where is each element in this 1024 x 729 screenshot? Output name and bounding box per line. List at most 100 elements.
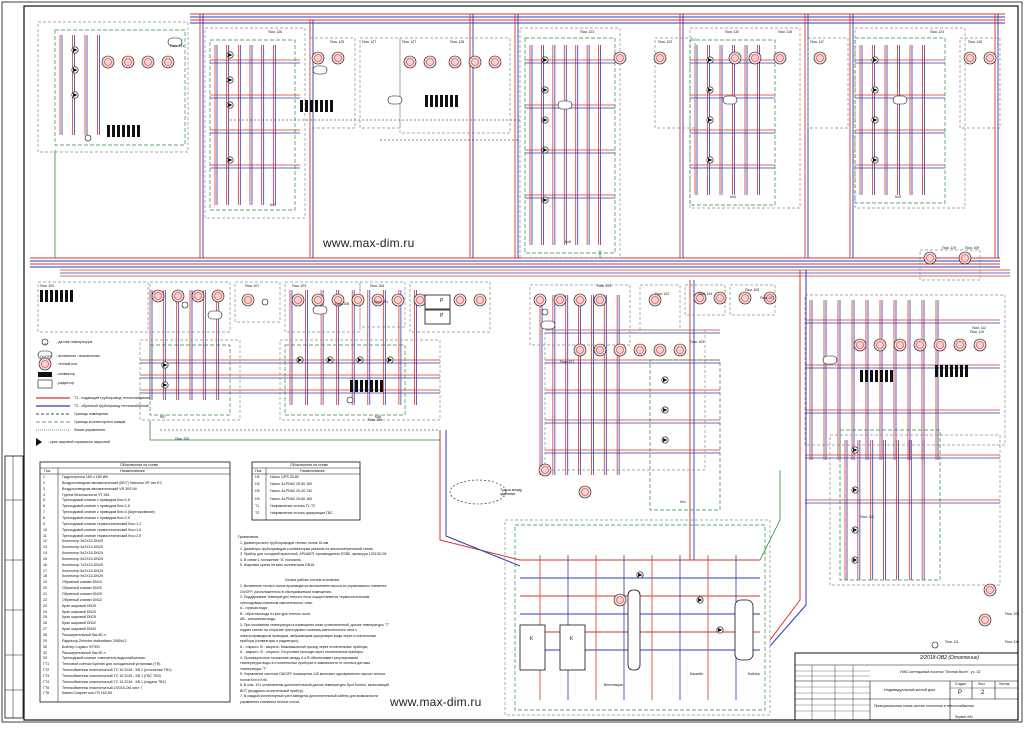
work-note-line: On/OFF, расположенного в обслуживаемом п… (240, 589, 332, 594)
floor-heating-icon (763, 291, 777, 305)
table2-header-name: Наименование (300, 469, 325, 473)
pump-arrow-icon (228, 53, 233, 57)
floor-heating-icon (893, 338, 907, 352)
temperature-sensor-icon (931, 641, 939, 649)
pump-arrow-icon (228, 78, 233, 82)
floor-heating-coil (491, 58, 499, 66)
table1-cell-name: Коллектор 4х2Х15-DN25 (62, 545, 103, 550)
collector-label: Кл8 (375, 415, 381, 419)
table1-cell-pos: ГТ2 (43, 668, 50, 673)
floor-heating-coil (986, 54, 994, 62)
heat-exchanger-icon (519, 624, 546, 671)
radiator-icon (65, 290, 68, 302)
room-label: Пом. 119 (942, 246, 956, 250)
floor-heating-icon (38, 357, 52, 371)
on-off-switch-icon (387, 95, 403, 105)
radiator-icon (445, 95, 448, 107)
work-note-line: трехходовым клапаном смесительного типа: (240, 600, 313, 605)
floor-heating-icon (468, 55, 482, 69)
room-label: Пом. 122 (658, 40, 673, 44)
floor-heating-icon (648, 293, 662, 307)
table1-cell-pos: 22 (43, 597, 47, 602)
legend-convector-icon (38, 372, 52, 377)
room-boundary (399, 37, 511, 134)
work-note-line: 1. Включение теплых полов производится в… (240, 584, 387, 588)
pump-arrow-icon (873, 158, 878, 162)
floor-heating-coil (174, 292, 182, 300)
radiator-icon (70, 290, 73, 302)
table2-cell-pos: Н2 (255, 482, 260, 487)
room-boundary (807, 37, 849, 129)
table1-cell-pos: 10 (43, 527, 47, 532)
floor-heating-icon (473, 293, 487, 307)
radiator-icon (55, 290, 58, 302)
work-note-line: 2. Поддержание температуры теплого пола … (240, 595, 370, 599)
table1-cell-pos: 6 (43, 504, 45, 509)
room-label: Пом. 112 (972, 326, 986, 330)
floor-heating-coil (856, 341, 864, 349)
pump-arrow-icon (543, 148, 548, 152)
radiator-icon (455, 95, 458, 107)
devices-layer (36, 37, 997, 671)
table1-cell-name: Трехходовой клапан «смеситель водоснабже… (62, 656, 146, 661)
table1-cell-name: Тепловой счетчик Брелан для холодильной … (62, 662, 161, 667)
radiator-icon (117, 125, 120, 137)
work-note-line: 3. При понижении температуры в помещении… (240, 622, 390, 627)
room-boundary (544, 329, 706, 471)
table1-cell-name: Камин Скарлет или ГВ 163-65 (62, 691, 112, 696)
table1-cell-name: Гидрострелка 160 х 180 кВт (62, 475, 109, 479)
room-label: Пом. 110 (1005, 640, 1019, 644)
legend-item: Т2 - обратный трубопровод теплоснабжения (74, 404, 149, 408)
legend-item: - датчик температуры (56, 340, 93, 344)
floor-heating-coil (966, 54, 974, 62)
table2-cell-name: Направление потока циркуляции ГВС (270, 511, 333, 515)
floor-heating-icon (693, 291, 707, 305)
table1-cell-pos: 28 (43, 632, 47, 637)
watermark-bottom: www.max-dim.ru (390, 695, 482, 709)
floor-heating-icon (813, 51, 827, 65)
floor-heating-coil (896, 341, 904, 349)
piping-layer (30, 13, 1010, 700)
radiator-icon (450, 95, 453, 107)
work-note-line: управления клапаном теплых полов. (240, 699, 301, 704)
floor-heating-icon (748, 51, 762, 65)
floor-heating-icon (413, 293, 427, 307)
room-label: Пом. 102 (655, 292, 670, 296)
table2-cell-pos: Т1 (255, 503, 260, 508)
table1-cell-pos: ГТ6 (43, 691, 50, 696)
room-boundary (149, 281, 231, 333)
table1-cell-pos: 8 (43, 515, 45, 520)
radiator-icon (370, 380, 373, 392)
table1-cell-name: Теплообменник пластинчатый ТС 16 2018 - … (62, 673, 161, 678)
work-note-line: 4. Промежуточное положение между А и В о… (240, 655, 359, 660)
floor-heating-coil (41, 360, 49, 368)
floor-heating-icon (873, 338, 887, 352)
table1-cell-name: Теплообменник пластинчатый ТС 16 2018 - … (62, 668, 172, 673)
floor-heating-icon (633, 343, 647, 357)
pump-arrow-icon (663, 408, 668, 412)
room-label: Пом. 108 (1005, 612, 1020, 616)
label-k1: К (530, 636, 533, 642)
floor-heating-icon (578, 485, 592, 499)
table1-cell-pos: 33 (43, 656, 47, 661)
floor-heating-coil (456, 296, 464, 304)
track-between-buildings (449, 479, 507, 505)
floor-heating-coil (556, 296, 564, 304)
floor-heating-icon (573, 293, 587, 307)
room-label: Пом. 123 (580, 30, 595, 34)
floor-heating-icon (973, 338, 987, 352)
radiator-icon (890, 370, 893, 382)
room-boundary (309, 37, 356, 129)
floor-heating-coil (656, 346, 664, 354)
floor-heating-coil (776, 54, 784, 62)
floor-heating-coil (294, 296, 302, 304)
on-off-switch-icon (167, 37, 183, 47)
table1-cell-name: Трехходовой клапан термостатический Кvs=… (62, 527, 142, 532)
radiator-icon (430, 95, 433, 107)
work-note-line: 7. В каждый коллекторный узел заведены д… (240, 694, 378, 698)
table2-title: Обозначения на схеме (290, 463, 329, 467)
room-boundary (204, 27, 306, 219)
collector-cabinet-boundary (689, 39, 776, 206)
radiator-icon (870, 370, 873, 382)
floor-heating-icon (533, 293, 547, 307)
